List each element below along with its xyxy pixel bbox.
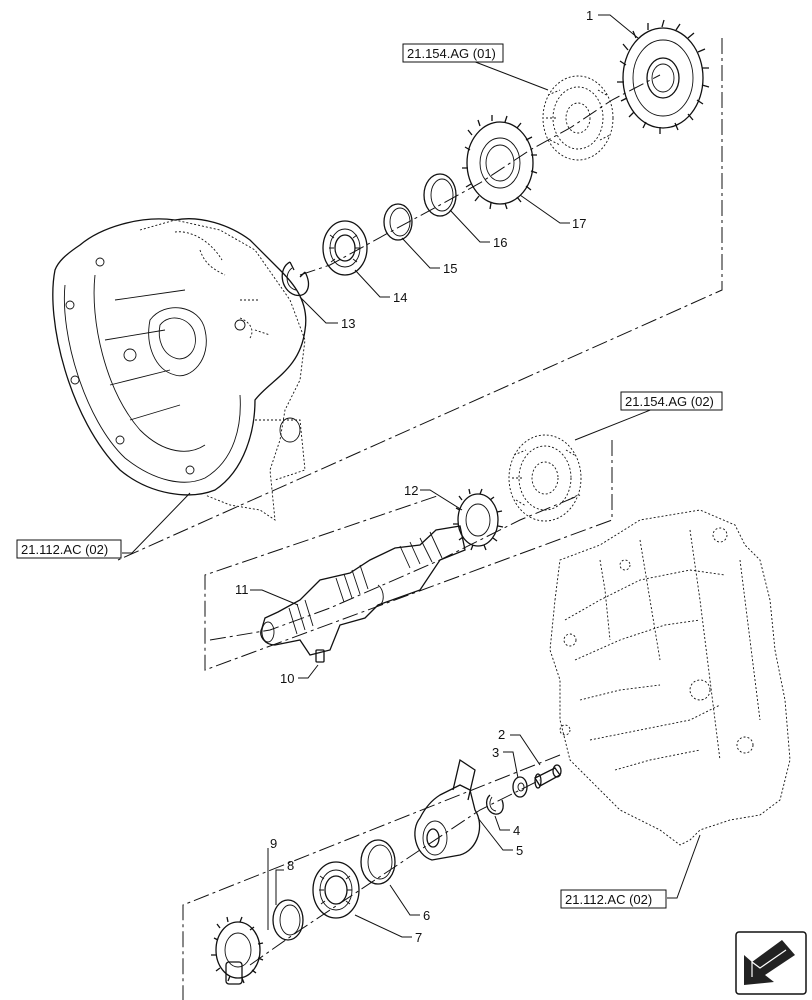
part-6-ring — [360, 839, 396, 885]
callout-10: 10 — [280, 671, 294, 686]
callout-15: 15 — [443, 261, 457, 276]
reference-right-housing[interactable]: 21.112.AC (02) — [560, 889, 667, 909]
part-2-pin — [534, 764, 562, 789]
part-16-ring — [423, 173, 457, 217]
part-7-bearing — [312, 861, 360, 919]
callout-13: 13 — [341, 316, 355, 331]
part-4-circlip — [485, 794, 504, 815]
centerlines — [117, 38, 723, 1000]
callout-3: 3 — [492, 745, 499, 760]
left-housing — [52, 218, 307, 521]
callout-14: 14 — [393, 290, 407, 305]
callout-16: 16 — [493, 235, 507, 250]
callout-17: 17 — [572, 216, 586, 231]
callout-5: 5 — [516, 843, 523, 858]
part-11-shaft — [260, 525, 466, 656]
part-5-hub — [414, 758, 481, 861]
callout-2: 2 — [498, 727, 505, 742]
part-13-snap-ring — [281, 261, 309, 297]
part-10-key — [315, 649, 325, 663]
leader-lines — [122, 14, 701, 938]
part-9-gear — [211, 916, 264, 985]
part-1-gear — [617, 19, 710, 134]
right-housing — [549, 509, 791, 846]
arrow-icon[interactable] — [735, 931, 807, 995]
callout-11: 11 — [235, 582, 249, 597]
reference-right-housing-label: 21.112.AC (02) — [565, 892, 652, 907]
synchronizer-middle — [508, 434, 582, 522]
part-12-gear — [453, 488, 504, 551]
reference-left-housing[interactable]: 21.112.AC (02) — [16, 539, 122, 559]
callout-12: 12 — [404, 483, 418, 498]
reference-middle[interactable]: 21.154.AG (02) — [620, 391, 723, 411]
part-8-ring — [272, 899, 304, 941]
callout-6: 6 — [423, 908, 430, 923]
callout-4: 4 — [513, 823, 520, 838]
reference-top-label: 21.154.AG (01) — [407, 46, 496, 61]
part-14-bearing — [322, 220, 368, 276]
synchronizer-upper — [542, 75, 614, 161]
part-15-circlip — [383, 203, 413, 241]
reference-left-housing-label: 21.112.AC (02) — [21, 542, 108, 557]
part-3-washer — [512, 776, 528, 798]
callout-numbers: 1 17 16 15 14 13 12 11 10 2 3 4 5 6 7 8 … — [235, 8, 593, 945]
reference-top[interactable]: 21.154.AG (01) — [402, 43, 504, 63]
part-17-gear — [462, 115, 538, 210]
callout-1: 1 — [586, 8, 593, 23]
callout-8: 8 — [287, 858, 294, 873]
callout-9: 9 — [270, 836, 277, 851]
reference-middle-label: 21.154.AG (02) — [625, 394, 714, 409]
callout-7: 7 — [415, 930, 422, 945]
